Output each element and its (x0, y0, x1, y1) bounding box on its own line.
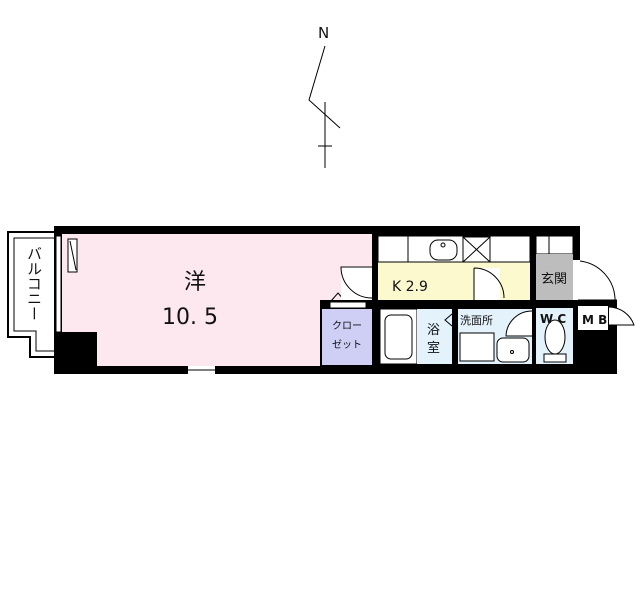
washbasin-icon (496, 337, 530, 363)
compass-needle (308, 45, 341, 129)
kitchen-label: K 2.9 (392, 279, 428, 295)
entrance (536, 254, 573, 300)
door-icon (608, 306, 635, 326)
closet-label-1: クロー (332, 320, 362, 332)
kitchen-sink-icon (429, 239, 458, 261)
north-compass: N (308, 24, 341, 168)
entrance-label: 玄関 (541, 272, 567, 287)
bathroom (417, 309, 452, 364)
north-label: N (318, 24, 329, 42)
closet (322, 309, 372, 365)
bath-label-2: 室 (427, 340, 440, 356)
door-icon (340, 266, 373, 299)
bath-label-1: 浴 (427, 323, 440, 338)
washroom-label: 洗面所 (460, 314, 493, 327)
balcony-window (55, 235, 62, 333)
western-room-size: 10. 5 (162, 305, 218, 330)
meter-box-label: M B (582, 313, 607, 327)
shoe-cabinet (535, 235, 574, 255)
toilet-label: W C (540, 312, 566, 326)
closet-label-2: ゼット (332, 339, 362, 351)
door-icon (505, 310, 533, 337)
meter-box (578, 306, 608, 330)
balcony: バルコニー (7, 231, 54, 358)
front-door-icon (579, 260, 616, 300)
door-icon (473, 267, 505, 300)
balcony-label: バルコニー (25, 246, 43, 321)
western-room-name: 洋 (184, 270, 206, 295)
washing-machine (459, 332, 495, 362)
